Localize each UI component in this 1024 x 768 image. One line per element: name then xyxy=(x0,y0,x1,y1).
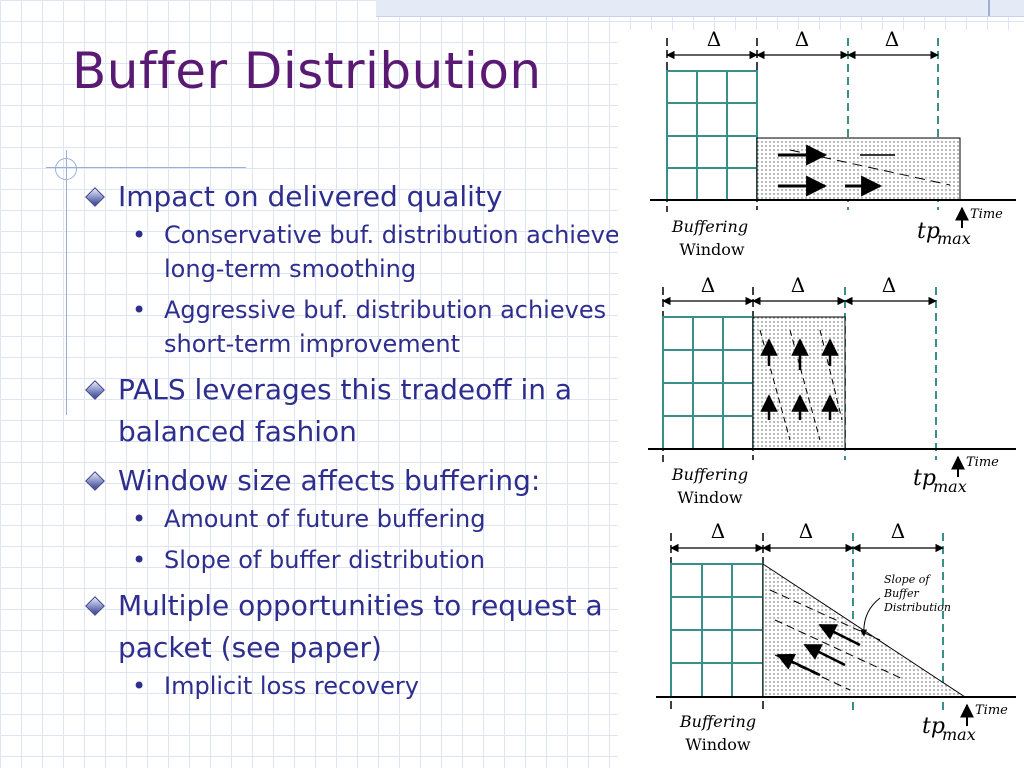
sub-bullet-text: Aggressive buf. distribution achieves sh… xyxy=(164,296,607,358)
delta-label: Δ xyxy=(885,27,899,51)
delta-label: Δ xyxy=(795,27,809,51)
bullet-level2: • Conservative buf. distribution achieves… xyxy=(82,218,642,286)
diagram-aggressive: Δ Δ Δ Buffering Window tp xyxy=(618,270,1024,515)
bullet-text: PALS leverages this tradeoff in a balanc… xyxy=(118,373,573,448)
decorative-vertical-line xyxy=(66,150,67,415)
bullet-text: Multiple opportunities to request a pack… xyxy=(118,589,603,664)
sub-bullet-text: Implicit loss recovery xyxy=(164,672,419,700)
bullet-level2: • Implicit loss recovery xyxy=(82,669,642,703)
bullet-text: Window size affects buffering: xyxy=(118,464,541,497)
dot-bullet-icon: • xyxy=(132,296,147,324)
diagram-conservative: Δ Δ Δ Buffering Window tp max Time xyxy=(618,27,1024,270)
buffering-window-label: Buffering xyxy=(671,465,748,484)
buffering-window-label: Buffering xyxy=(679,712,756,731)
delta-label: Δ xyxy=(707,27,721,51)
max-label: max xyxy=(942,725,976,744)
dot-bullet-icon: • xyxy=(132,505,147,533)
sub-bullet-text: Slope of buffer distribution xyxy=(164,546,485,574)
tp-label: tp xyxy=(913,466,936,491)
max-label: max xyxy=(933,477,967,496)
diagram-balanced: Δ Δ Δ Slope of Buffer Distribution Buffe… xyxy=(618,515,1024,768)
slope-callout-arrow xyxy=(859,597,881,637)
delta-label: Δ xyxy=(882,273,896,297)
transfer-arrows xyxy=(776,623,861,677)
delta-label: Δ xyxy=(701,273,715,297)
tp-label: tp xyxy=(922,714,945,739)
tp-label: tp xyxy=(917,219,940,244)
transfer-arrows xyxy=(778,144,895,197)
time-label: Time xyxy=(966,455,999,470)
bullet-list: Impact on delivered quality • Conservativ… xyxy=(82,176,642,703)
buffering-window-label: Window xyxy=(677,488,742,507)
sub-bullet-text: Amount of future buffering xyxy=(164,505,486,533)
buffering-window-label: Buffering xyxy=(671,217,748,236)
sub-bullet-text: Conservative buf. distribution achieves … xyxy=(164,221,633,283)
slope-dashes xyxy=(759,329,843,441)
max-label: max xyxy=(937,229,971,248)
delta-label: Δ xyxy=(799,519,813,543)
dot-bullet-icon: • xyxy=(132,546,147,574)
bullet-level1: Impact on delivered quality xyxy=(82,176,642,218)
slope-dash xyxy=(789,149,951,186)
bullet-level2: • Amount of future buffering xyxy=(82,502,642,536)
bullet-level1: PALS leverages this tradeoff in a balanc… xyxy=(82,369,642,453)
buffer-distribution-region xyxy=(752,316,846,450)
time-label: Time xyxy=(975,703,1008,718)
bullet-level1: Window size affects buffering: xyxy=(82,460,642,502)
top-band-stripe xyxy=(988,0,990,16)
top-decorative-band xyxy=(376,0,1024,17)
delta-label: Δ xyxy=(891,519,905,543)
time-label: Time xyxy=(970,207,1003,222)
buffering-window-label: Window xyxy=(685,735,750,754)
dot-bullet-icon: • xyxy=(132,221,147,249)
buffer-distribution-region xyxy=(756,137,961,201)
slope-dashes xyxy=(769,589,906,691)
slope-label: Distribution xyxy=(883,601,951,614)
delta-label: Δ xyxy=(711,519,725,543)
slope-label: Buffer xyxy=(883,587,919,600)
bullet-level2: • Slope of buffer distribution xyxy=(82,543,642,577)
dot-bullet-icon: • xyxy=(132,672,147,700)
buffering-window-label: Window xyxy=(679,240,744,259)
bullet-level1: Multiple opportunities to request a pack… xyxy=(82,585,642,669)
bullet-level2: • Aggressive buf. distribution achieves s… xyxy=(82,293,642,361)
bullet-text: Impact on delivered quality xyxy=(118,180,503,213)
slope-label: Slope of xyxy=(884,573,931,586)
delta-label: Δ xyxy=(791,273,805,297)
decorative-circle xyxy=(55,158,77,180)
slide-title: Buffer Distribution xyxy=(72,42,542,100)
decorative-horizontal-line xyxy=(46,167,246,168)
